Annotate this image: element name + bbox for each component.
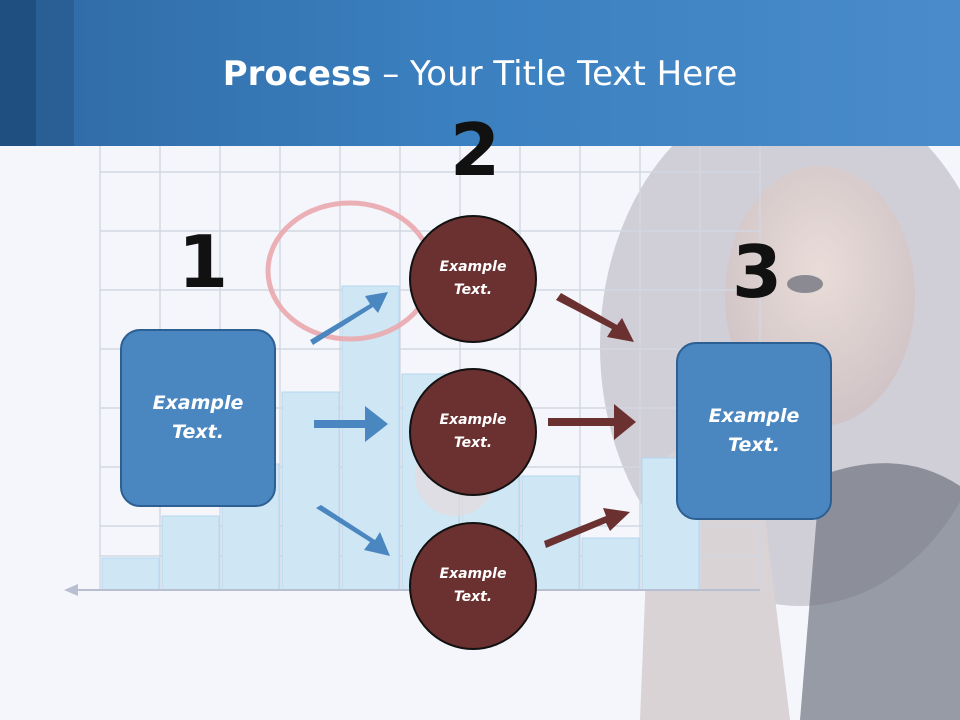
blue-arrows [310, 292, 390, 556]
step-number-3: 3 [732, 230, 783, 314]
right-text-box: Example Text. [676, 342, 832, 520]
left-text-box: Example Text. [120, 329, 276, 507]
circle-middle: Example Text. [409, 368, 537, 496]
title-banner: Process – Your Title Text Here [0, 0, 960, 146]
step-number-1: 1 [178, 220, 229, 304]
title-rest: – Your Title Text Here [371, 54, 738, 94]
circle-top: Example Text. [409, 215, 537, 343]
title-bold: Process [222, 54, 372, 94]
blue-arrow-up [310, 292, 388, 345]
brown-arrow-up [544, 508, 630, 548]
banner-stripe [0, 0, 36, 146]
brown-arrows [544, 293, 636, 548]
banner-stripe [36, 0, 74, 146]
slide-title: Process – Your Title Text Here [0, 50, 960, 98]
brown-arrow-down [556, 293, 634, 342]
blue-arrow-down [316, 505, 390, 556]
circle-bottom: Example Text. [409, 522, 537, 650]
blue-arrow-middle [314, 406, 388, 442]
brown-arrow-middle [548, 404, 636, 440]
step-number-2: 2 [450, 108, 501, 192]
